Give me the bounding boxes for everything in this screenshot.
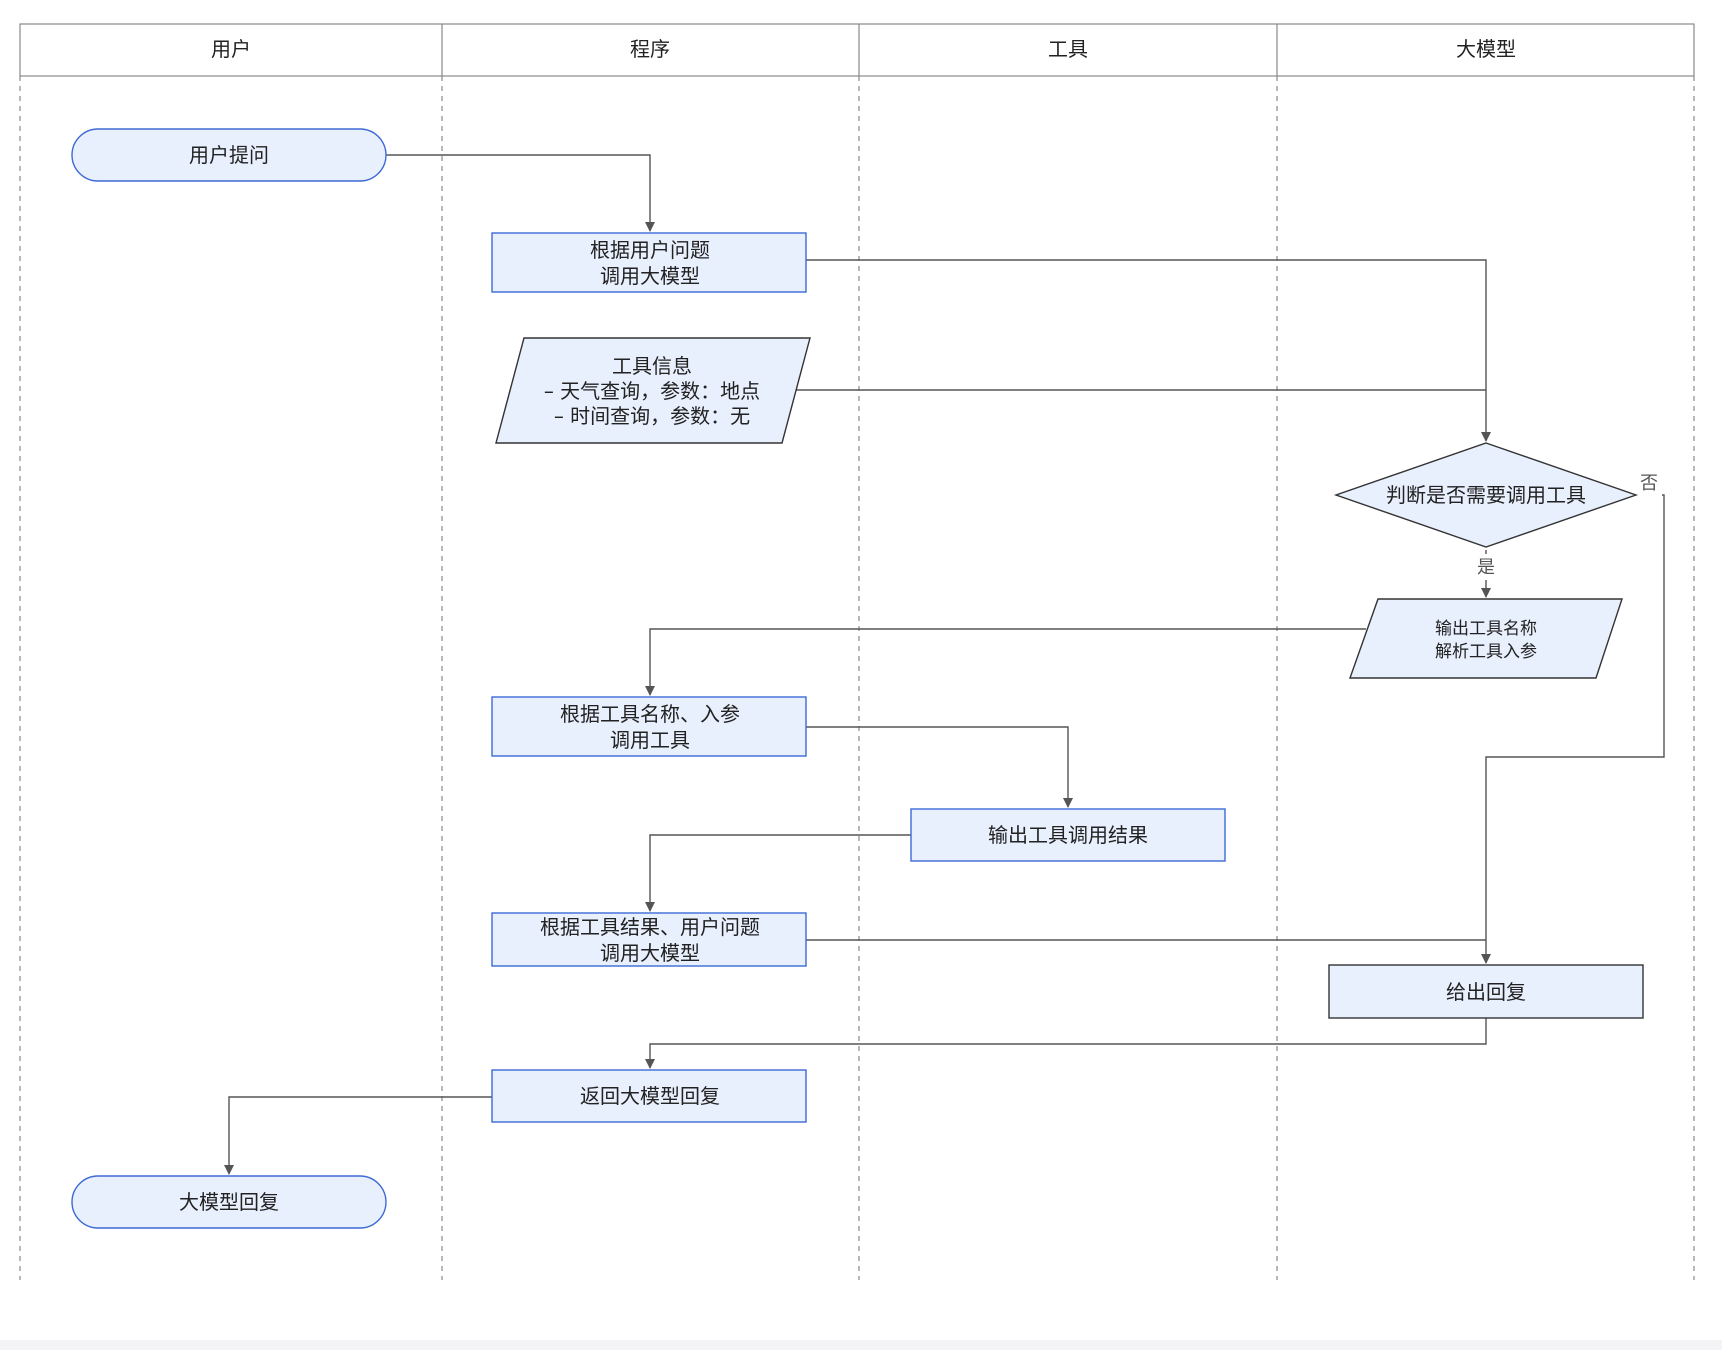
edge-call-to-decision bbox=[806, 259, 1491, 442]
edge-result-to-call2 bbox=[645, 834, 911, 912]
lane-dividers bbox=[19, 76, 1695, 1280]
svg-text:根据工具结果、用户问题: 根据工具结果、用户问题 bbox=[540, 915, 760, 939]
node-call-llm-1: 根据用户问题 调用大模型 bbox=[491, 232, 807, 293]
edge-reply-to-return bbox=[645, 1018, 1487, 1069]
bottom-band bbox=[0, 1340, 1722, 1350]
svg-text:判断是否需要调用工具: 判断是否需要调用工具 bbox=[1386, 483, 1586, 507]
node-llm-reply: 大模型回复 bbox=[71, 1175, 387, 1229]
lane-header-tool: 工具 bbox=[1048, 37, 1088, 61]
edge-toolname-to-calltool bbox=[645, 628, 1366, 696]
node-user-question: 用户提问 bbox=[71, 128, 387, 182]
edge-question-to-call bbox=[386, 154, 655, 232]
node-return-reply: 返回大模型回复 bbox=[491, 1069, 807, 1123]
svg-text:给出回复: 给出回复 bbox=[1446, 980, 1526, 1004]
svg-text:用户提问: 用户提问 bbox=[189, 143, 269, 167]
edge-label-yes: 是 bbox=[1477, 557, 1495, 578]
svg-text:大模型回复: 大模型回复 bbox=[179, 1190, 279, 1214]
svg-text:返回大模型回复: 返回大模型回复 bbox=[580, 1084, 720, 1108]
svg-text:输出工具调用结果: 输出工具调用结果 bbox=[988, 823, 1148, 847]
svg-text:解析工具入参: 解析工具入参 bbox=[1435, 642, 1537, 662]
node-tool-info: 工具信息 – 天气查询，参数：地点 – 时间查询，参数：无 bbox=[495, 337, 811, 444]
lane-header-llm: 大模型 bbox=[1456, 37, 1516, 61]
node-output-tool-name: 输出工具名称 解析工具入参 bbox=[1349, 598, 1623, 679]
svg-text:根据工具名称、入参: 根据工具名称、入参 bbox=[560, 702, 740, 726]
lane-header-user: 用户 bbox=[211, 37, 251, 61]
svg-text:– 天气查询，参数：地点: – 天气查询，参数：地点 bbox=[544, 379, 760, 403]
node-decision: 判断是否需要调用工具 bbox=[1333, 442, 1639, 548]
lane-header-row: 用户 程序 工具 大模型 bbox=[19, 23, 1695, 77]
svg-text:输出工具名称: 输出工具名称 bbox=[1435, 619, 1537, 639]
svg-text:根据用户问题: 根据用户问题 bbox=[590, 238, 710, 262]
svg-text:调用大模型: 调用大模型 bbox=[600, 264, 700, 288]
svg-text:– 时间查询，参数：无: – 时间查询，参数：无 bbox=[554, 404, 750, 428]
edge-decision-no bbox=[1481, 494, 1665, 964]
svg-text:工具信息: 工具信息 bbox=[612, 354, 692, 378]
svg-text:调用工具: 调用工具 bbox=[610, 728, 690, 752]
node-give-reply: 给出回复 bbox=[1328, 964, 1644, 1019]
node-call-tool: 根据工具名称、入参 调用工具 bbox=[491, 696, 807, 757]
lane-header-program: 程序 bbox=[630, 37, 670, 61]
edge-calltool-to-result bbox=[806, 726, 1073, 808]
node-call-llm-2: 根据工具结果、用户问题 调用大模型 bbox=[491, 912, 807, 967]
svg-text:调用大模型: 调用大模型 bbox=[600, 941, 700, 965]
edge-return-to-final bbox=[224, 1096, 492, 1175]
edge-label-no: 否 bbox=[1640, 473, 1658, 494]
node-tool-result: 输出工具调用结果 bbox=[910, 808, 1226, 862]
